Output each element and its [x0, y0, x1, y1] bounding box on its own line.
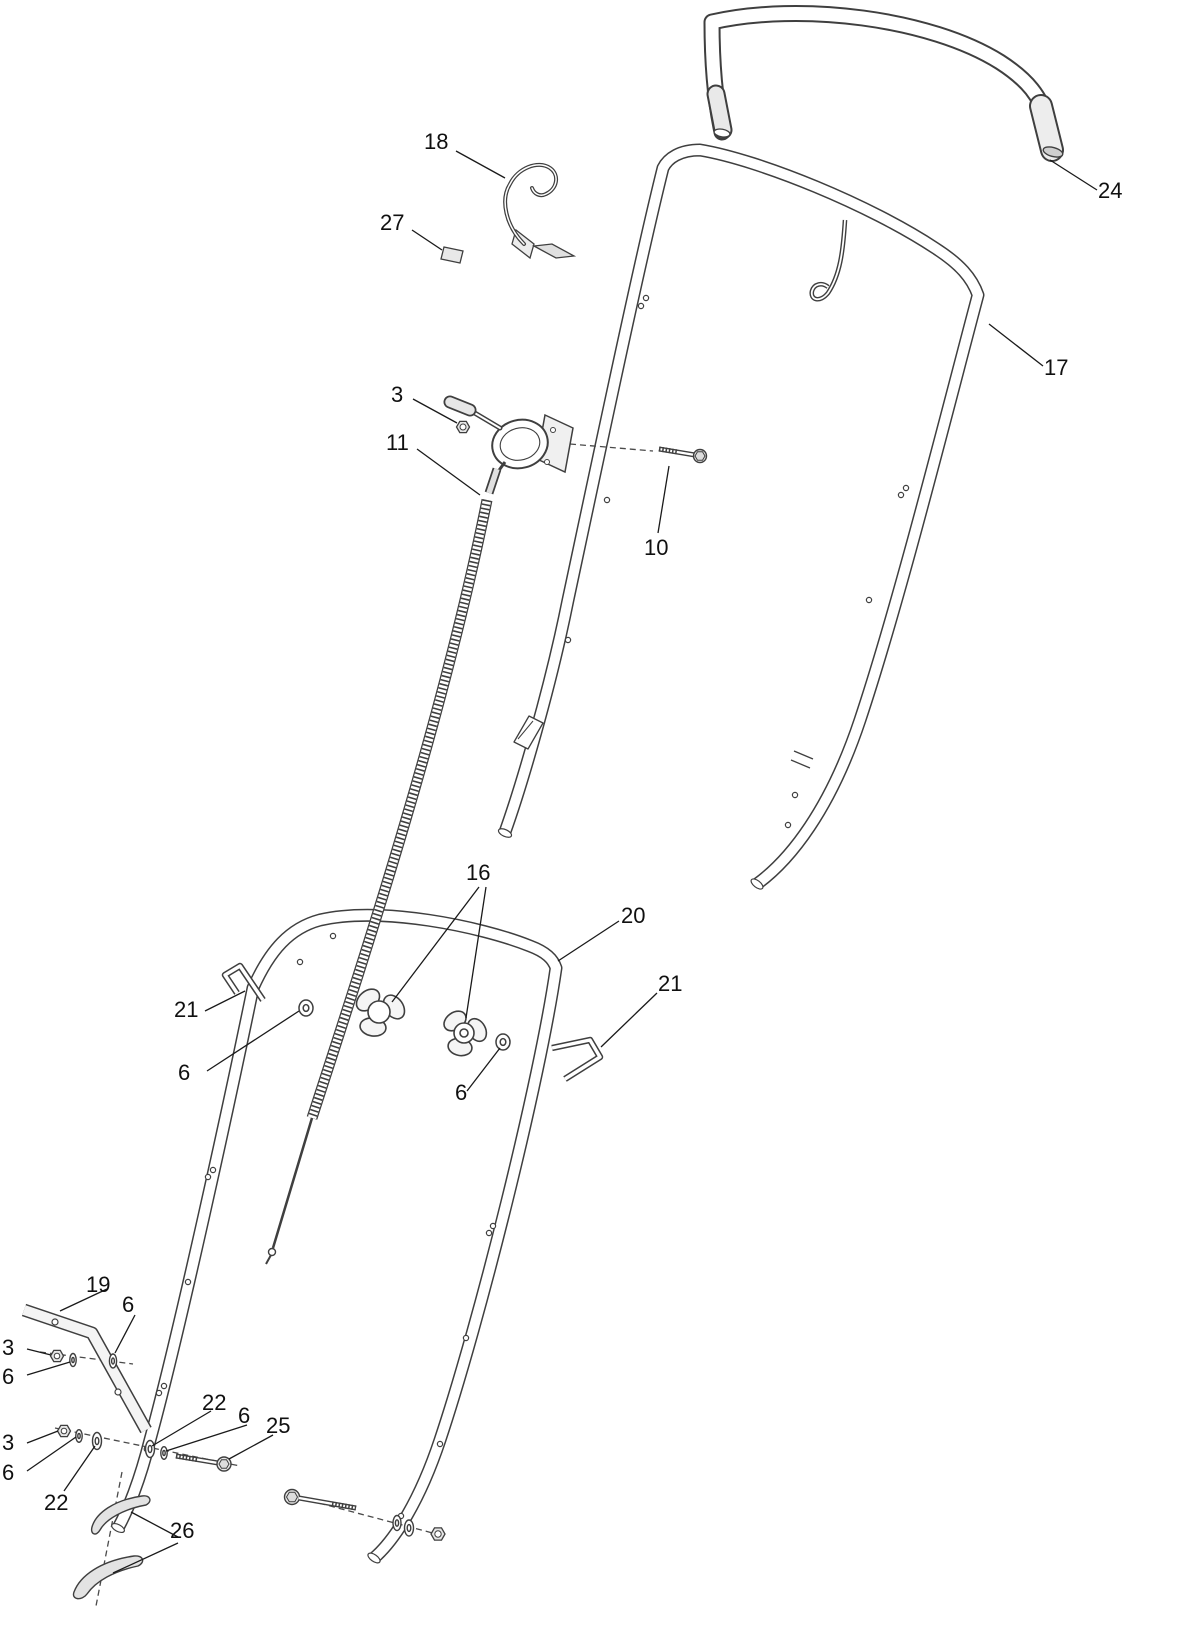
part-label-19: 19 — [86, 1272, 111, 1297]
hardware-row-upper — [49, 1349, 118, 1369]
part-label-6-bracket-top: 6 — [122, 1292, 135, 1317]
throttle-control — [443, 395, 574, 474]
part-label-11: 11 — [386, 430, 409, 455]
part-label-24: 24 — [1098, 178, 1123, 203]
part-label-6-right-knob: 6 — [455, 1080, 468, 1105]
hex-nut-3-top — [455, 420, 471, 434]
part-label-22-lower: 22 — [44, 1490, 69, 1515]
washer-22-b — [144, 1439, 156, 1459]
part-label-3-throttle: 3 — [391, 382, 404, 407]
washer-6-a — [69, 1352, 77, 1368]
part-label-10: 10 — [644, 535, 669, 560]
part-label-17: 17 — [1044, 355, 1069, 380]
part-label-22-upper: 22 — [202, 1390, 227, 1415]
part-label-20: 20 — [621, 903, 646, 928]
upper-grip-bar — [703, 4, 1064, 162]
part-label-18: 18 — [424, 129, 449, 154]
bolt-10 — [658, 446, 708, 464]
knob-right — [443, 1010, 488, 1057]
hardware-row-lower — [56, 1424, 232, 1472]
bracket-19 — [21, 1303, 152, 1434]
handle-slot — [513, 715, 544, 750]
washer-right — [495, 1033, 511, 1051]
part-label-25: 25 — [266, 1413, 291, 1438]
part-label-16: 16 — [466, 860, 491, 885]
handle-holes — [564, 294, 910, 829]
part-label-21-left: 21 — [174, 997, 199, 1022]
knob-left — [355, 988, 406, 1037]
part-label-6-left-knob: 6 — [178, 1060, 191, 1085]
part-label-6-upper-row: 6 — [2, 1364, 15, 1389]
washer-6-c — [75, 1428, 83, 1443]
washer-6-b — [108, 1353, 118, 1369]
part-label-3-upper-row: 3 — [2, 1335, 15, 1360]
bottom-washers — [392, 1514, 415, 1537]
part-label-6-lower-row: 6 — [2, 1460, 15, 1485]
leader-lines — [26, 150, 1098, 1574]
washer-22-a — [91, 1431, 103, 1451]
washer-6-d — [160, 1445, 168, 1460]
pad-27 — [440, 246, 464, 264]
cable-guide-hook-icon — [809, 219, 848, 302]
j-bolt-right — [551, 1036, 604, 1082]
part-label-21-right: 21 — [658, 971, 683, 996]
bolt-25 — [175, 1453, 232, 1472]
control-housing — [491, 418, 549, 470]
bottom-bolt-assembly — [283, 1488, 446, 1541]
part-label-3-lower-row: 3 — [2, 1430, 15, 1455]
lower-handle — [111, 908, 563, 1564]
washer-left — [298, 999, 314, 1017]
part-label-27: 27 — [380, 210, 405, 235]
upper-handle — [497, 143, 985, 890]
lower-handle-holes — [143, 932, 497, 1520]
part-label-26: 26 — [170, 1518, 195, 1543]
part-label-6-bolt: 6 — [238, 1403, 251, 1428]
throttle-cable-11 — [265, 461, 507, 1265]
j-bolt-left — [221, 962, 266, 1002]
rod-guide-18 — [503, 162, 577, 260]
